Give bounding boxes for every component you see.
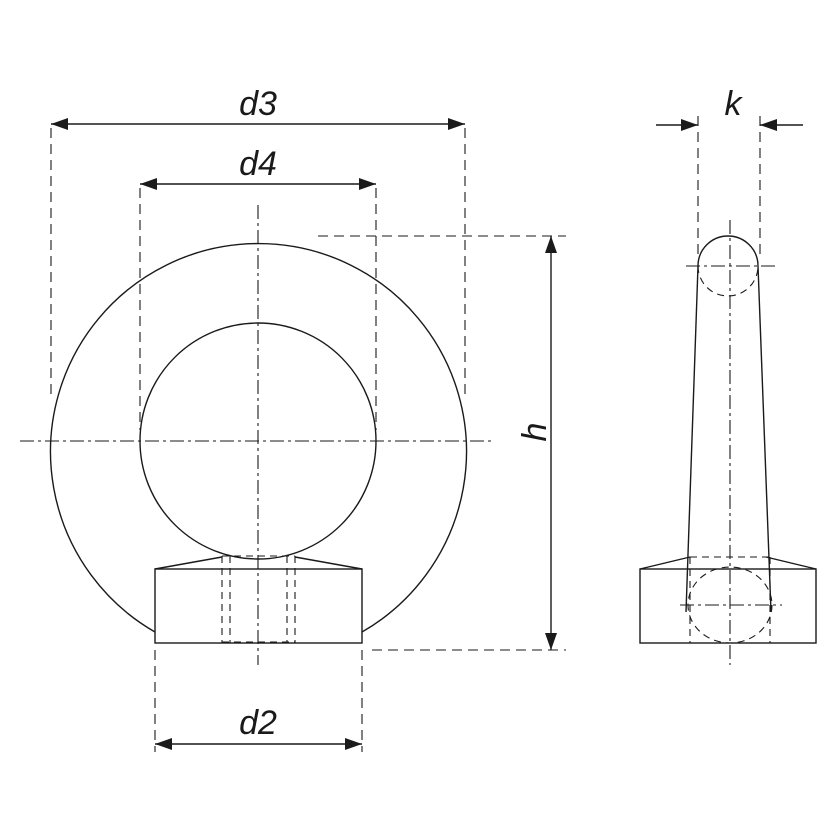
label-d3: d3 [239, 85, 277, 123]
side-shoulder-left [639, 556, 691, 570]
side-ring-cap-hidden [697, 265, 759, 297]
hidden-thread-lines [221, 555, 296, 643]
side-view [639, 220, 817, 665]
label-d2: d2 [239, 704, 277, 742]
dimension-h: h [318, 235, 566, 651]
label-d4: d4 [239, 145, 277, 183]
dimension-d2: d2 [154, 650, 363, 752]
label-h: h [516, 423, 554, 442]
side-ring-cap [697, 235, 759, 267]
side-base-block [639, 568, 817, 644]
side-shoulder-right [765, 556, 817, 570]
dimension-d4: d4 [139, 145, 377, 430]
label-k: k [725, 85, 744, 123]
dimension-d3: d3 [50, 85, 466, 400]
side-shank-right [757, 265, 772, 613]
dimension-k: k [656, 85, 803, 260]
side-shank-left [685, 265, 699, 613]
shoulder-right [294, 556, 363, 570]
shoulder-left [154, 556, 223, 570]
front-view [20, 205, 492, 665]
